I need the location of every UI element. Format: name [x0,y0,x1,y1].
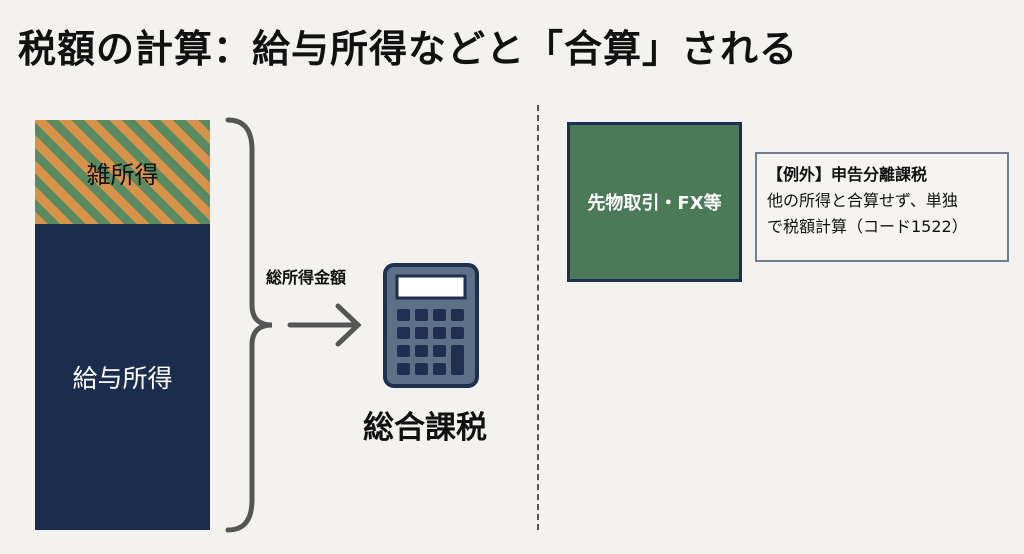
calculator-icon [383,263,479,388]
divider [537,105,539,530]
futures-fx-box: 先物取引・FX等 [567,122,742,282]
exception-line-2: で税額計算（コード1522） [767,217,968,236]
exception-box: 【例外】申告分離課税 他の所得と合算せず、単独 で税額計算（コード1522） [755,152,1009,262]
arrow-right-icon [287,303,362,347]
curly-brace-icon [225,117,273,533]
misc-income-block: 雑所得 [35,120,210,224]
salary-income-block: 給与所得 [35,224,210,530]
page-title: 税額の計算：給与所得などと「合算」される [18,27,799,71]
brace-arrow-graphic [225,117,362,533]
comprehensive-tax-label: 総合課税 [363,410,487,446]
exception-line-1: 他の所得と合算せず、単独 [767,191,958,210]
exception-heading: 【例外】申告分離課税 [767,165,928,184]
total-income-label: 総所得金額 [266,268,347,287]
